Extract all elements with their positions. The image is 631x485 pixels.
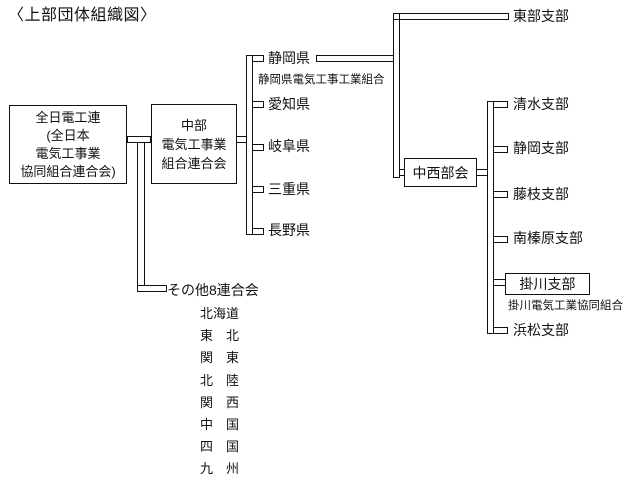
box-zennichi-line4: 協同組合連合会) [20,163,116,179]
label-aichi-pref: 愛知県 [268,96,310,112]
box-chubu-line3: 組合連合会 [161,155,227,171]
region-kansai: 関 西 [200,394,240,410]
label-shizuoka-shibu: 静岡支部 [513,140,569,156]
region-list: 北海道 東 北 関 東 北 陸 関 西 中 国 四 国 九 州 [200,303,239,481]
region-hokkaido: 北海道 [200,306,240,321]
tick-fujieda [493,191,508,198]
box-zennichi-line2: (全日本 [46,127,90,143]
region-chugoku: 中 国 [200,417,240,433]
tick-nagano [252,228,264,235]
region-tohoku: 東 北 [200,328,240,344]
box-kakegawa-shibu: 掛川支部 [505,273,590,295]
connector-shizuoka-east [316,55,394,62]
tick-shizuoka-shibu [493,146,508,153]
tick-minamihaibara [493,236,508,243]
trunk-east [393,13,400,178]
region-kanto: 関 東 [200,350,240,366]
label-minamihaibara-shibu: 南榛原支部 [513,230,583,246]
connector-tobu [393,13,509,20]
connector-others-horizontal [137,285,167,292]
label-gifu-pref: 岐阜県 [268,138,310,154]
region-hokuriku: 北 陸 [200,372,240,388]
box-chubu-line1: 中部 [180,117,207,133]
box-chuseibukai: 中西部会 [404,158,477,187]
region-kyushu: 九 州 [200,461,240,477]
tick-gifu [252,144,264,151]
tick-mie [252,186,264,193]
region-shikoku: 四 国 [200,439,240,455]
box-chubu-rengokai: 中部 電気工事業 組合連合会 [151,104,237,184]
box-zennichi-denkoren: 全日電工連 (全日本 電気工事業 協同組合連合会) [9,105,127,184]
label-fujieda-shibu: 藤枝支部 [513,186,569,202]
box-chubu-line2: 電気工事業 [161,136,227,152]
label-shimizu-shibu: 清水支部 [513,96,569,112]
tick-shizuoka [252,55,264,62]
label-shizuoka-pref: 静岡県 [268,50,310,66]
tick-shimizu [493,101,508,108]
label-nagano-pref: 長野県 [268,222,310,238]
annotation-kakegawa-kumiai: 掛川電気工業協同組合 [508,300,623,312]
label-mie-pref: 三重県 [268,181,310,197]
tick-hamamatsu [493,327,508,334]
tick-aichi [252,101,264,108]
label-other-federations: その他8連合会 [167,282,259,298]
box-zennichi-line3: 電気工事業 [35,145,101,161]
page-title: 〈上部団体組織図〉 [8,7,157,24]
connector-others-vertical [137,142,145,286]
trunk-shibu [487,101,494,334]
label-hamamatsu-shibu: 浜松支部 [513,322,569,338]
label-tobu-shibu: 東部支部 [513,8,569,24]
annotation-shizuoka-kumiai: 静岡県電気工事工業組合 [258,74,385,86]
box-zennichi-line1: 全日電工連 [35,109,101,125]
